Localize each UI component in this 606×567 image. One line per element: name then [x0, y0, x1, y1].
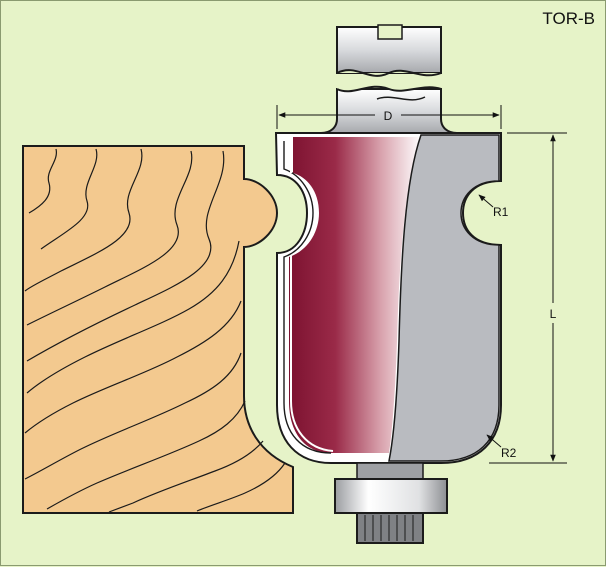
label-L: L [550, 307, 557, 321]
shank-break-bottom [336, 85, 442, 93]
product-code: TOR-B [542, 9, 595, 28]
shank-slot [377, 24, 403, 40]
label-D: D [384, 109, 393, 123]
dimension-R1: R1 [478, 194, 509, 219]
blade-highlight [290, 141, 334, 452]
shank-break-top [336, 69, 442, 77]
cutter-body-grey [388, 134, 500, 462]
blade-edge-line [283, 141, 332, 454]
dimension-D: D [276, 105, 502, 129]
dimension-R2: R2 [486, 434, 517, 460]
label-R2: R2 [501, 446, 517, 460]
nut-threads [364, 515, 414, 541]
bearing-ring [334, 478, 448, 514]
cutting-edge-red [289, 137, 421, 453]
label-R1: R1 [493, 205, 509, 219]
cutter-body [274, 132, 502, 464]
bearing [334, 462, 448, 544]
dimension-L: L [489, 132, 567, 464]
shank [320, 24, 458, 134]
wood-grain [24, 148, 286, 513]
bearing-nut [356, 512, 424, 544]
shank-neck [320, 88, 458, 134]
wood-profile [22, 145, 294, 514]
wood-workpiece [22, 145, 294, 514]
